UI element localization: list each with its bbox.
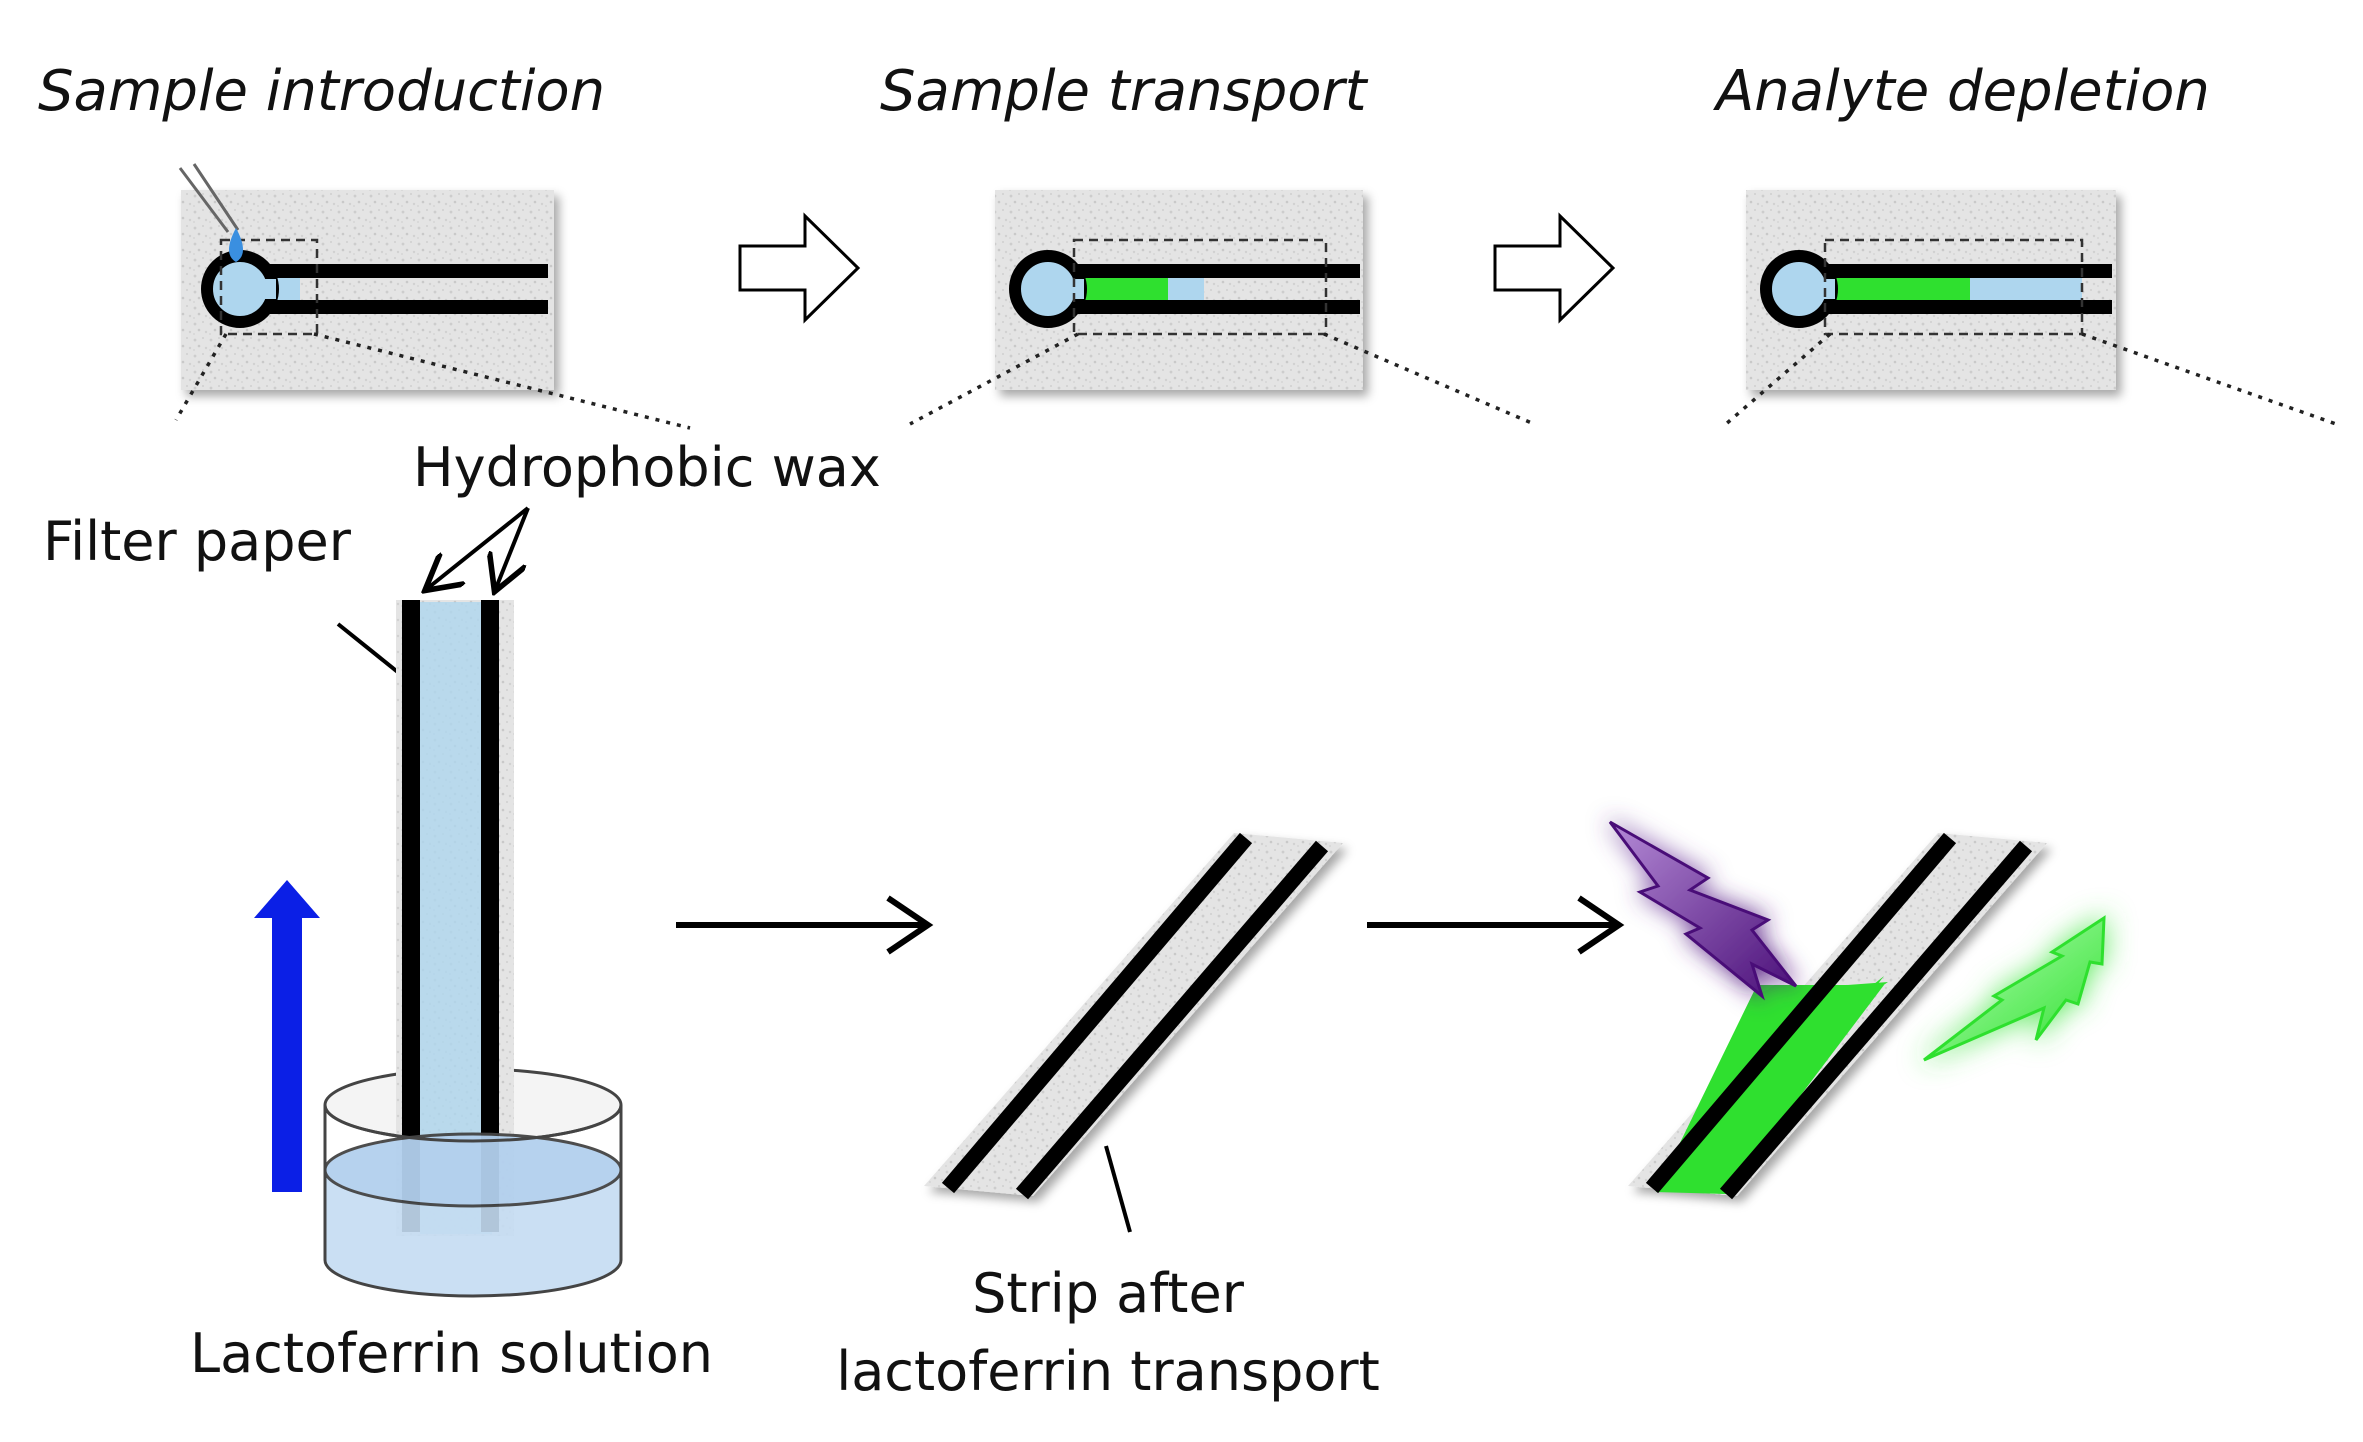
purple-lightning-icon bbox=[1608, 820, 1798, 1001]
process-arrows bbox=[676, 895, 1625, 955]
hollow-arrow-icon bbox=[1493, 212, 1616, 324]
pipette-tip-icon bbox=[178, 163, 243, 262]
diagonal-strip-after-transport bbox=[924, 832, 1343, 1200]
hollow-arrow-icon bbox=[738, 212, 861, 324]
step2-device-card bbox=[995, 190, 1363, 390]
strip-label-pointer bbox=[1104, 1145, 1132, 1233]
vertical-strip-assembly bbox=[323, 600, 623, 1298]
diagonal-strip-fluorescent bbox=[1628, 832, 2047, 1200]
label-filter-paper: Filter paper bbox=[43, 510, 352, 573]
label-lactoferrin-solution: Lactoferrin solution bbox=[190, 1322, 713, 1385]
step-title-sample-introduction: Sample introduction bbox=[38, 59, 605, 124]
step-title-analyte-depletion: Analyte depletion bbox=[1713, 59, 2210, 124]
blue-up-arrow-icon bbox=[254, 880, 320, 1192]
label-strip-after-line1: Strip after bbox=[972, 1262, 1245, 1325]
lactoferrin-solution-surface bbox=[323, 1132, 623, 1208]
zoom-lines bbox=[174, 332, 2337, 430]
step3-device-card bbox=[1746, 190, 2116, 390]
step1-device-card bbox=[178, 163, 554, 390]
label-strip-after-line2: lactoferrin transport bbox=[836, 1340, 1380, 1403]
step-title-sample-transport: Sample transport bbox=[880, 59, 1369, 124]
green-lightning-icon bbox=[1923, 915, 2106, 1062]
label-hydrophobic-wax: Hydrophobic wax bbox=[413, 436, 881, 499]
